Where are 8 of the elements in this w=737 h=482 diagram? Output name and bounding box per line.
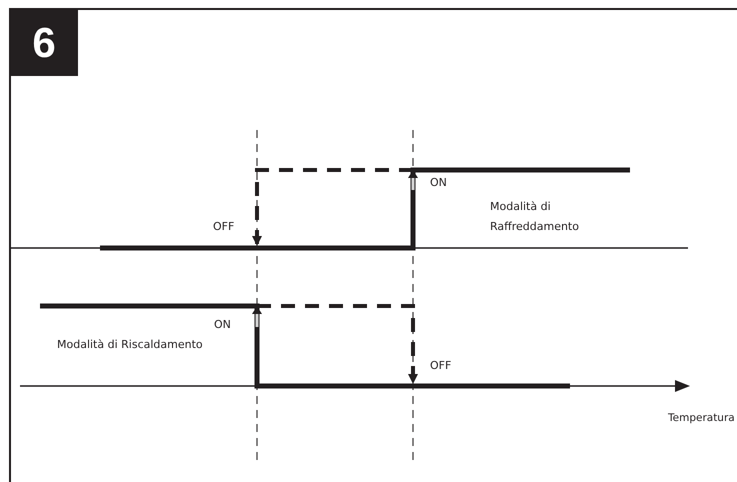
state-label: OFF: [213, 219, 234, 235]
state-label: ON: [430, 175, 447, 191]
state-label: OFF: [430, 358, 452, 374]
figure-number-badge: 6: [10, 9, 78, 76]
mode-label: Modalità di Riscaldamento: [57, 337, 204, 353]
mode-label: Modalità di Raffreddamento: [490, 199, 580, 235]
state-label: ON: [214, 317, 231, 333]
axis-label: Temperatura: [668, 411, 735, 426]
